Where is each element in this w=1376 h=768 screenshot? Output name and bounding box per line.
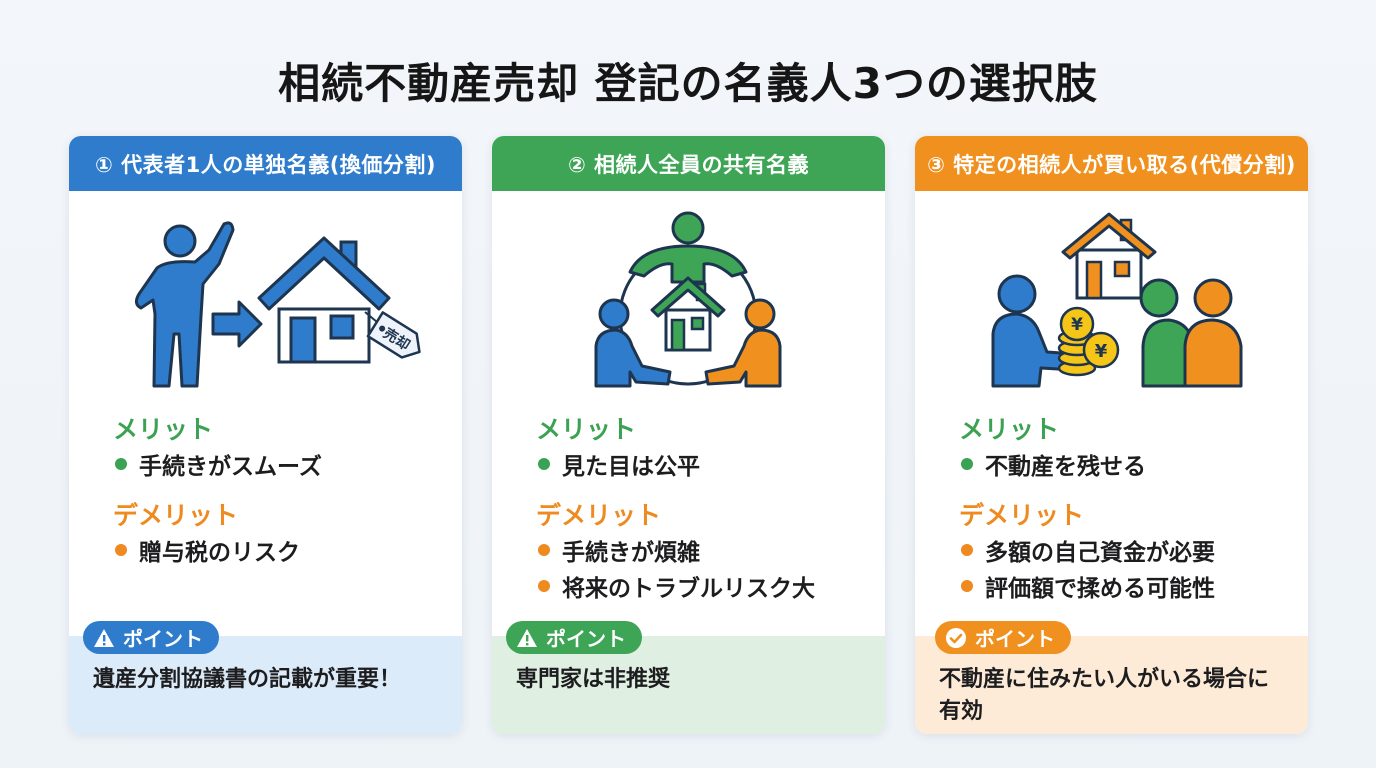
demerit-item: 評価額で揉める可能性 [959, 568, 1308, 604]
point-badge-3: ポイント [935, 621, 1071, 654]
merit-section-1: メリット 手続きがスムーズ [69, 410, 462, 482]
merit-label: メリット [959, 415, 1060, 444]
demerit-section-1: デメリット 贈与税のリスク [69, 496, 462, 568]
merit-section-3: メリット 不動産を残せる [915, 410, 1308, 482]
option-card-1: ① 代表者1人の単独名義(換価分割) 売却 [69, 136, 462, 734]
demerit-item: 贈与税のリスク [113, 532, 462, 568]
point-text: 専門家は非推奨 [516, 667, 671, 692]
person-icon [991, 274, 1077, 388]
merit-item: 手続きがスムーズ [113, 446, 462, 482]
demerit-label: デメリット [959, 501, 1085, 530]
merit-section-2: メリット 見た目は公平 [492, 410, 885, 482]
illustration-1: 売却 [69, 206, 462, 406]
person-icon [134, 221, 235, 388]
merit-label: メリット [536, 415, 637, 444]
demerit-label: デメリット [113, 501, 239, 530]
house-icon [257, 236, 391, 364]
check-circle-icon [945, 627, 967, 649]
card-header-2: ② 相続人全員の共有名義 [492, 136, 885, 191]
page-title: 相続不動産売却 登記の名義人3つの選択肢 [278, 59, 1098, 108]
card-header-3: ③ 特定の相続人が買い取る(代償分割) [915, 136, 1308, 191]
demerit-item: 将来のトラブルリスク大 [536, 568, 885, 604]
people-circle-icon [594, 211, 782, 388]
coin-symbol: ¥ [1095, 341, 1108, 362]
merit-item: 見た目は公平 [536, 446, 885, 482]
arrow-right-icon [211, 300, 263, 348]
point-badge-2: ポイント [506, 621, 642, 654]
option-card-3: ③ 特定の相続人が買い取る(代償分割) ¥ ¥ [915, 136, 1308, 734]
warning-icon [516, 628, 538, 648]
demerit-label: デメリット [536, 501, 662, 530]
illustration-3: ¥ ¥ [915, 206, 1308, 406]
point-text: 遺産分割協議書の記載が重要！ [93, 667, 402, 692]
warning-icon [93, 628, 115, 648]
yen-coins-icon: ¥ ¥ [1057, 306, 1120, 377]
merit-item: 不動産を残せる [959, 446, 1308, 482]
coin-symbol: ¥ [1071, 315, 1083, 335]
card-header-1: ① 代表者1人の単独名義(換価分割) [69, 136, 462, 191]
merit-label: メリット [113, 415, 214, 444]
demerit-item: 多額の自己資金が必要 [959, 532, 1308, 568]
demerit-section-2: デメリット 手続きが煩雑 将来のトラブルリスク大 [492, 496, 885, 604]
point-text: 不動産に住みたい人がいる場合に有効 [939, 667, 1270, 724]
illustration-2 [492, 206, 885, 406]
house-icon [650, 276, 726, 352]
price-tag-icon: 売却 [364, 311, 421, 359]
two-people-icon [1139, 278, 1243, 388]
demerit-section-3: デメリット 多額の自己資金が必要 評価額で揉める可能性 [915, 496, 1308, 604]
point-badge-1: ポイント [83, 621, 219, 654]
demerit-item: 手続きが煩雑 [536, 532, 885, 568]
house-icon [1061, 212, 1157, 300]
option-card-2: ② 相続人全員の共有名義 メリット 見た目は公平 デ [492, 136, 885, 734]
